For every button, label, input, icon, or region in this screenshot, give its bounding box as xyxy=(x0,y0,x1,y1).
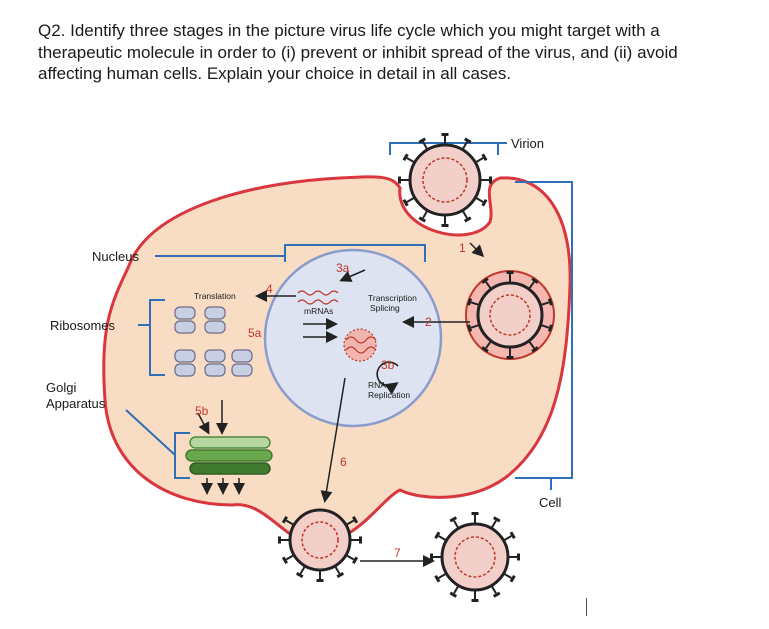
label-rna-1: RNA xyxy=(368,380,386,390)
virion-released xyxy=(429,511,521,603)
step-3a: 3a xyxy=(336,261,350,275)
ribosomes xyxy=(174,306,253,377)
label-ribosomes: Ribosomes xyxy=(50,318,116,333)
step-2: 2 xyxy=(425,315,432,329)
label-transcription: Transcription xyxy=(368,293,417,303)
step-5a: 5a xyxy=(248,326,262,340)
ribosomes-bracket xyxy=(138,299,165,376)
text-cursor xyxy=(586,598,587,616)
cell-bracket xyxy=(515,181,573,490)
question-line-1: Q2. Identify three stages in the picture… xyxy=(38,21,660,40)
virion-entry xyxy=(465,270,555,360)
step-4: 4 xyxy=(266,282,273,296)
label-golgi-2: Apparatus xyxy=(46,396,106,411)
arrows xyxy=(197,242,485,567)
step-6: 6 xyxy=(340,455,347,469)
label-splicing: Splicing xyxy=(370,303,400,313)
label-mrnas: mRNAs xyxy=(304,306,333,316)
mrna-strands xyxy=(297,290,339,305)
label-nucleus: Nucleus xyxy=(92,249,139,264)
label-virion: Virion xyxy=(511,136,544,151)
question-line-3: affecting human cells. Explain your choi… xyxy=(38,64,512,83)
label-cell: Cell xyxy=(539,495,562,510)
virion-budding xyxy=(277,508,363,583)
question-text: Q2. Identify three stages in the picture… xyxy=(38,20,753,85)
label-golgi-1: Golgi xyxy=(46,380,76,395)
step-7: 7 xyxy=(394,546,401,560)
nucleus-bracket xyxy=(155,244,426,262)
label-translation: Translation xyxy=(194,291,236,301)
step-1: 1 xyxy=(459,241,466,255)
virion-top xyxy=(397,132,493,228)
label-rna-2: Replication xyxy=(368,390,410,400)
step-5b: 5b xyxy=(195,404,209,418)
golgi-bracket xyxy=(125,409,190,479)
step-3b: 3b xyxy=(381,358,395,372)
rna-cluster xyxy=(343,328,399,395)
question-line-2: therapeutic molecule in order to (i) pre… xyxy=(38,42,678,62)
golgi-apparatus xyxy=(185,436,273,475)
